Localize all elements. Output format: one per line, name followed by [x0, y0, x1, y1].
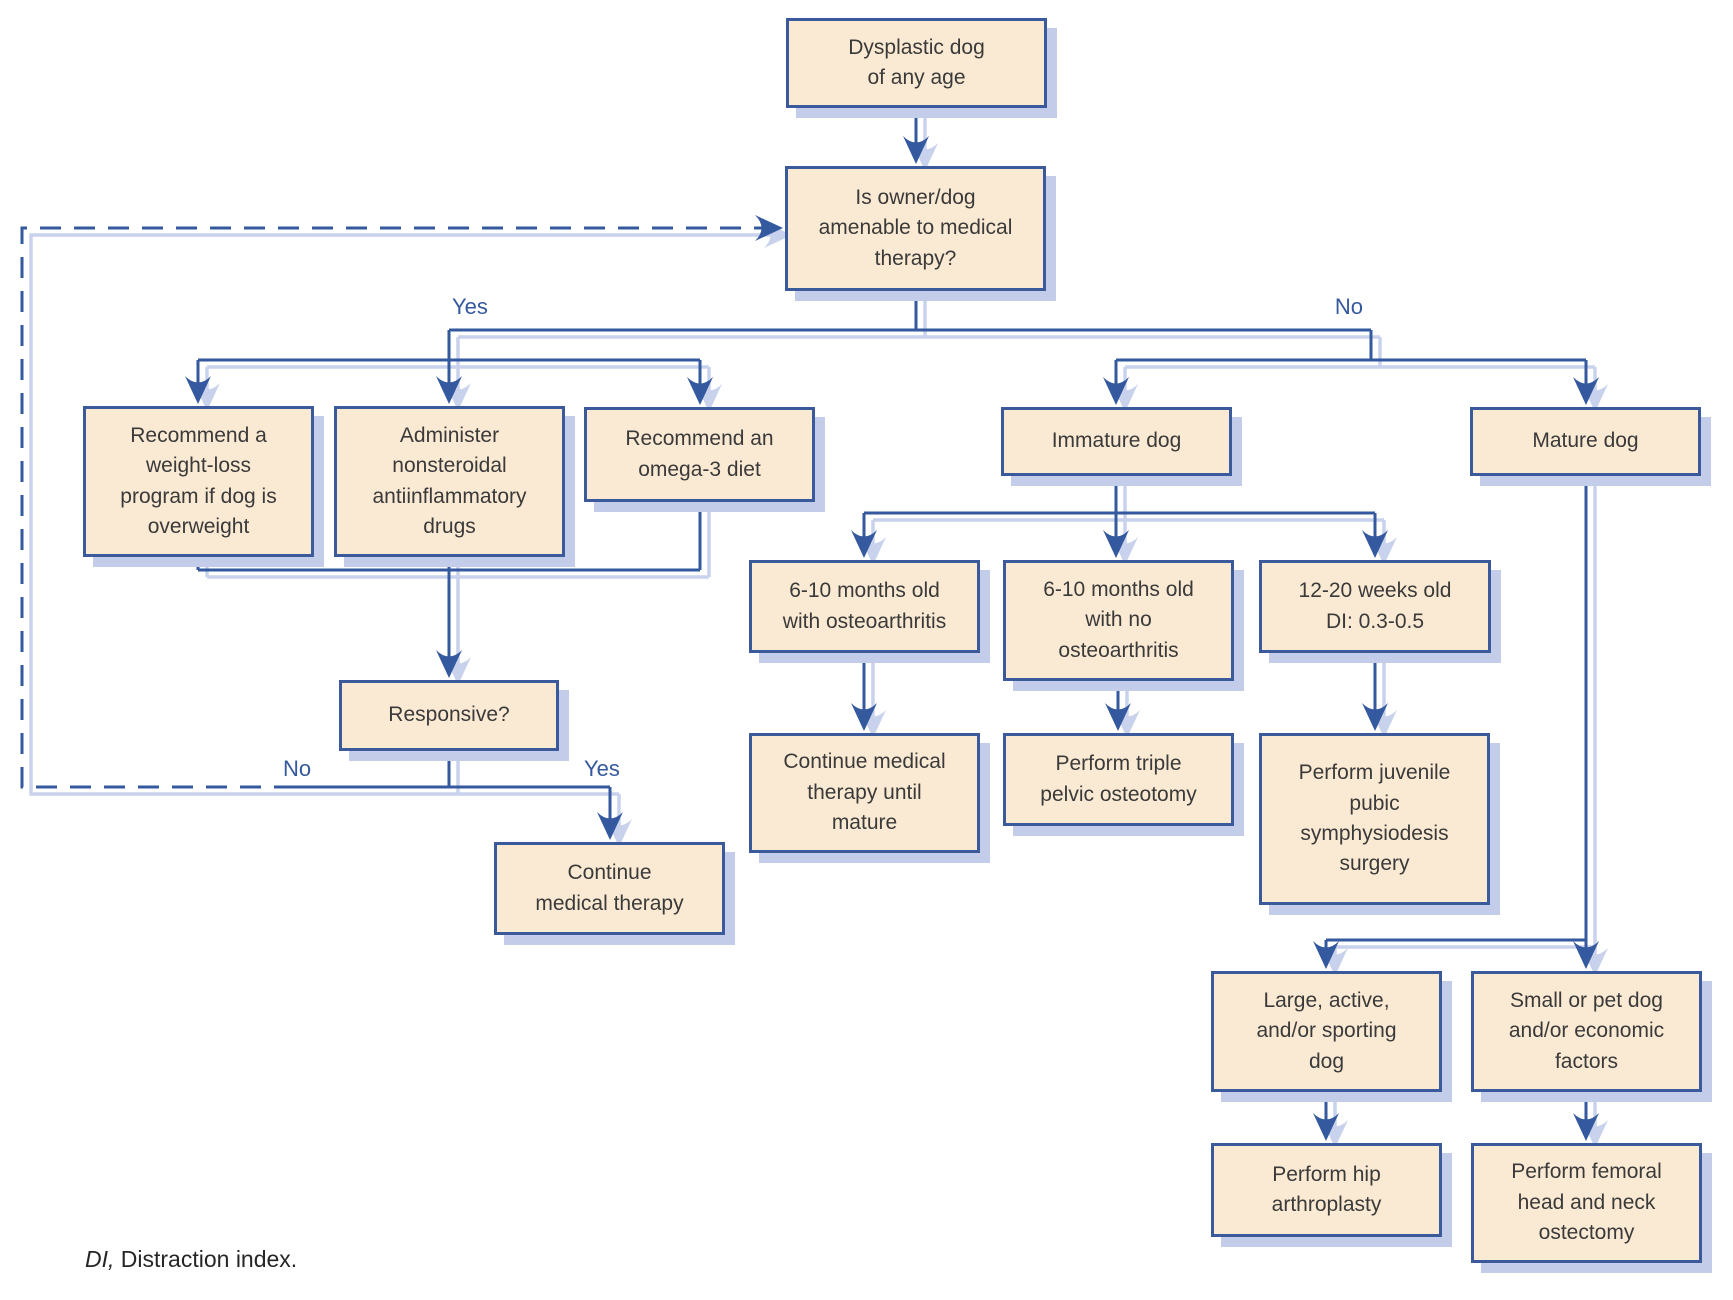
edge-label-no-responsive: No [283, 756, 312, 781]
box-nsaid: Administer nonsteroidal antiinflammatory… [334, 406, 565, 557]
feedback-dashed-line [20, 215, 783, 789]
edge-label-yes-medical: Yes [452, 294, 488, 319]
box-mature-dog: Mature dog [1470, 407, 1701, 476]
edge-label-no-medical: No [1334, 294, 1363, 319]
box-small-pet-dog: Small or pet dog and/or economic factors [1471, 971, 1702, 1092]
box-amenable-question: Is owner/dog amenable to medical therapy… [785, 166, 1046, 291]
box-immature-dog: Immature dog [1001, 407, 1232, 476]
box-dysplastic-dog: Dysplastic dog of any age [786, 18, 1047, 108]
box-months-no-osteoarthritis: 6-10 months old with no osteoarthritis [1003, 560, 1234, 681]
box-weight-loss: Recommend a weight-loss program if dog i… [83, 406, 314, 557]
box-omega3-diet: Recommend an omega-3 diet [584, 407, 815, 502]
box-hip-arthroplasty: Perform hip arthroplasty [1211, 1143, 1442, 1237]
box-continue-medical: Continue medical therapy [494, 842, 725, 935]
footnote-abbreviation: DI, [85, 1246, 115, 1272]
box-femoral-head-neck-ostectomy: Perform femoral head and neck ostectomy [1471, 1143, 1702, 1263]
box-weeks-di: 12-20 weeks old DI: 0.3-0.5 [1259, 560, 1491, 653]
box-months-osteoarthritis: 6-10 months old with osteoarthritis [749, 560, 980, 653]
footnote-definition: Distraction index. [114, 1246, 298, 1272]
box-triple-pelvic-osteotomy: Perform triple pelvic osteotomy [1003, 733, 1234, 826]
box-juvenile-pubic-symphysiodesis: Perform juvenile pubic symphysiodesis su… [1259, 733, 1490, 905]
box-large-active-dog: Large, active, and/or sporting dog [1211, 971, 1442, 1092]
footnote: DI, Distraction index. [85, 1246, 297, 1273]
box-responsive-question: Responsive? [339, 680, 559, 751]
edge-label-yes-responsive: Yes [584, 756, 620, 781]
connector-main-layer [20, 108, 1599, 1141]
box-continue-until-mature: Continue medical therapy until mature [749, 733, 980, 853]
